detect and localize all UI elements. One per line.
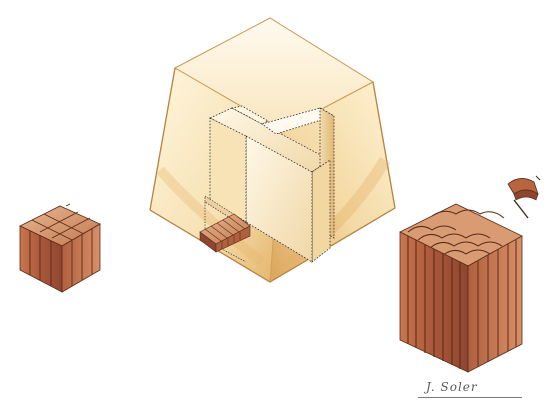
signature-underline bbox=[418, 397, 522, 398]
small-brick-cube bbox=[20, 204, 100, 292]
tall-brick-block bbox=[400, 204, 522, 372]
artist-signature: J. Soler bbox=[426, 380, 478, 394]
roof-tile-detail bbox=[508, 176, 540, 218]
